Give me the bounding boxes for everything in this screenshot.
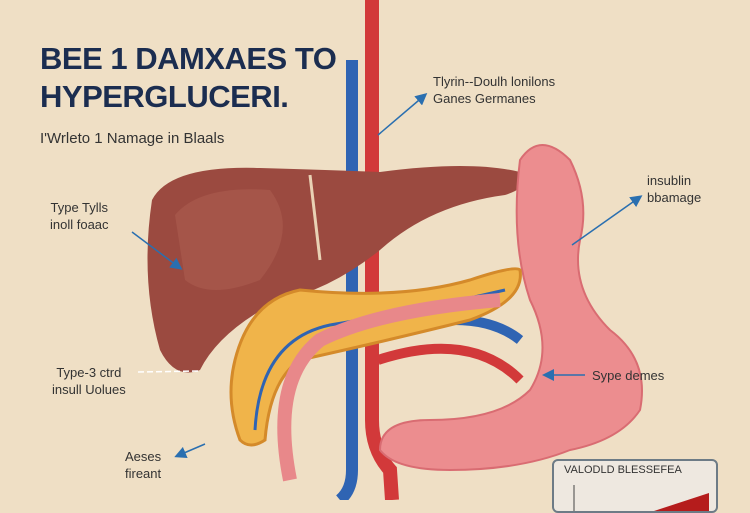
label-right-upper: insublin bbamage	[647, 172, 701, 206]
title-line-1: BEE 1 DAMXAES TO	[40, 41, 337, 76]
title-line-2: HYPERGLUCERI.	[40, 79, 289, 114]
artery-branch	[376, 343, 524, 384]
stomach-tube	[277, 293, 501, 482]
label-line: Type-3 ctrd	[56, 365, 122, 380]
label-right-lower: Sype demes	[592, 368, 665, 383]
label-top-right: Tlyrin-‑Doulh lonilons Ganes Germanes	[433, 73, 555, 107]
inset-chart: VALODLD BLESSEFEA	[552, 459, 718, 513]
label-line: insull Uolues	[52, 382, 126, 397]
anatomy-illustration	[131, 0, 643, 500]
label-line: Ganes Germanes	[433, 91, 536, 106]
label-line: insublin	[647, 173, 692, 188]
inset-chart-graphic	[573, 485, 709, 511]
inset-chart-title: VALODLD BLESSEFEA	[564, 464, 682, 476]
label-line: inoll foaac	[50, 217, 109, 232]
label-line: Type Tylls	[50, 200, 109, 215]
label-line: Tlyrin-‑Doulh lonilons	[433, 74, 556, 89]
label-left-lower: Aeses fireant	[125, 448, 161, 482]
vein-vessel	[335, 60, 358, 500]
label-line: Aeses	[125, 449, 162, 464]
pancreas	[229, 267, 522, 447]
label-line: fireant	[125, 466, 162, 481]
artery-vessel	[365, 0, 399, 500]
subtitle: I'Wrleto 1 Namage in Blaals	[40, 130, 225, 147]
label-left-upper: Type Tylls inoll foaac	[50, 199, 109, 233]
label-left-middle: Type-3 ctrd insull Uolues	[52, 364, 126, 398]
label-line: bbamage	[647, 190, 702, 205]
